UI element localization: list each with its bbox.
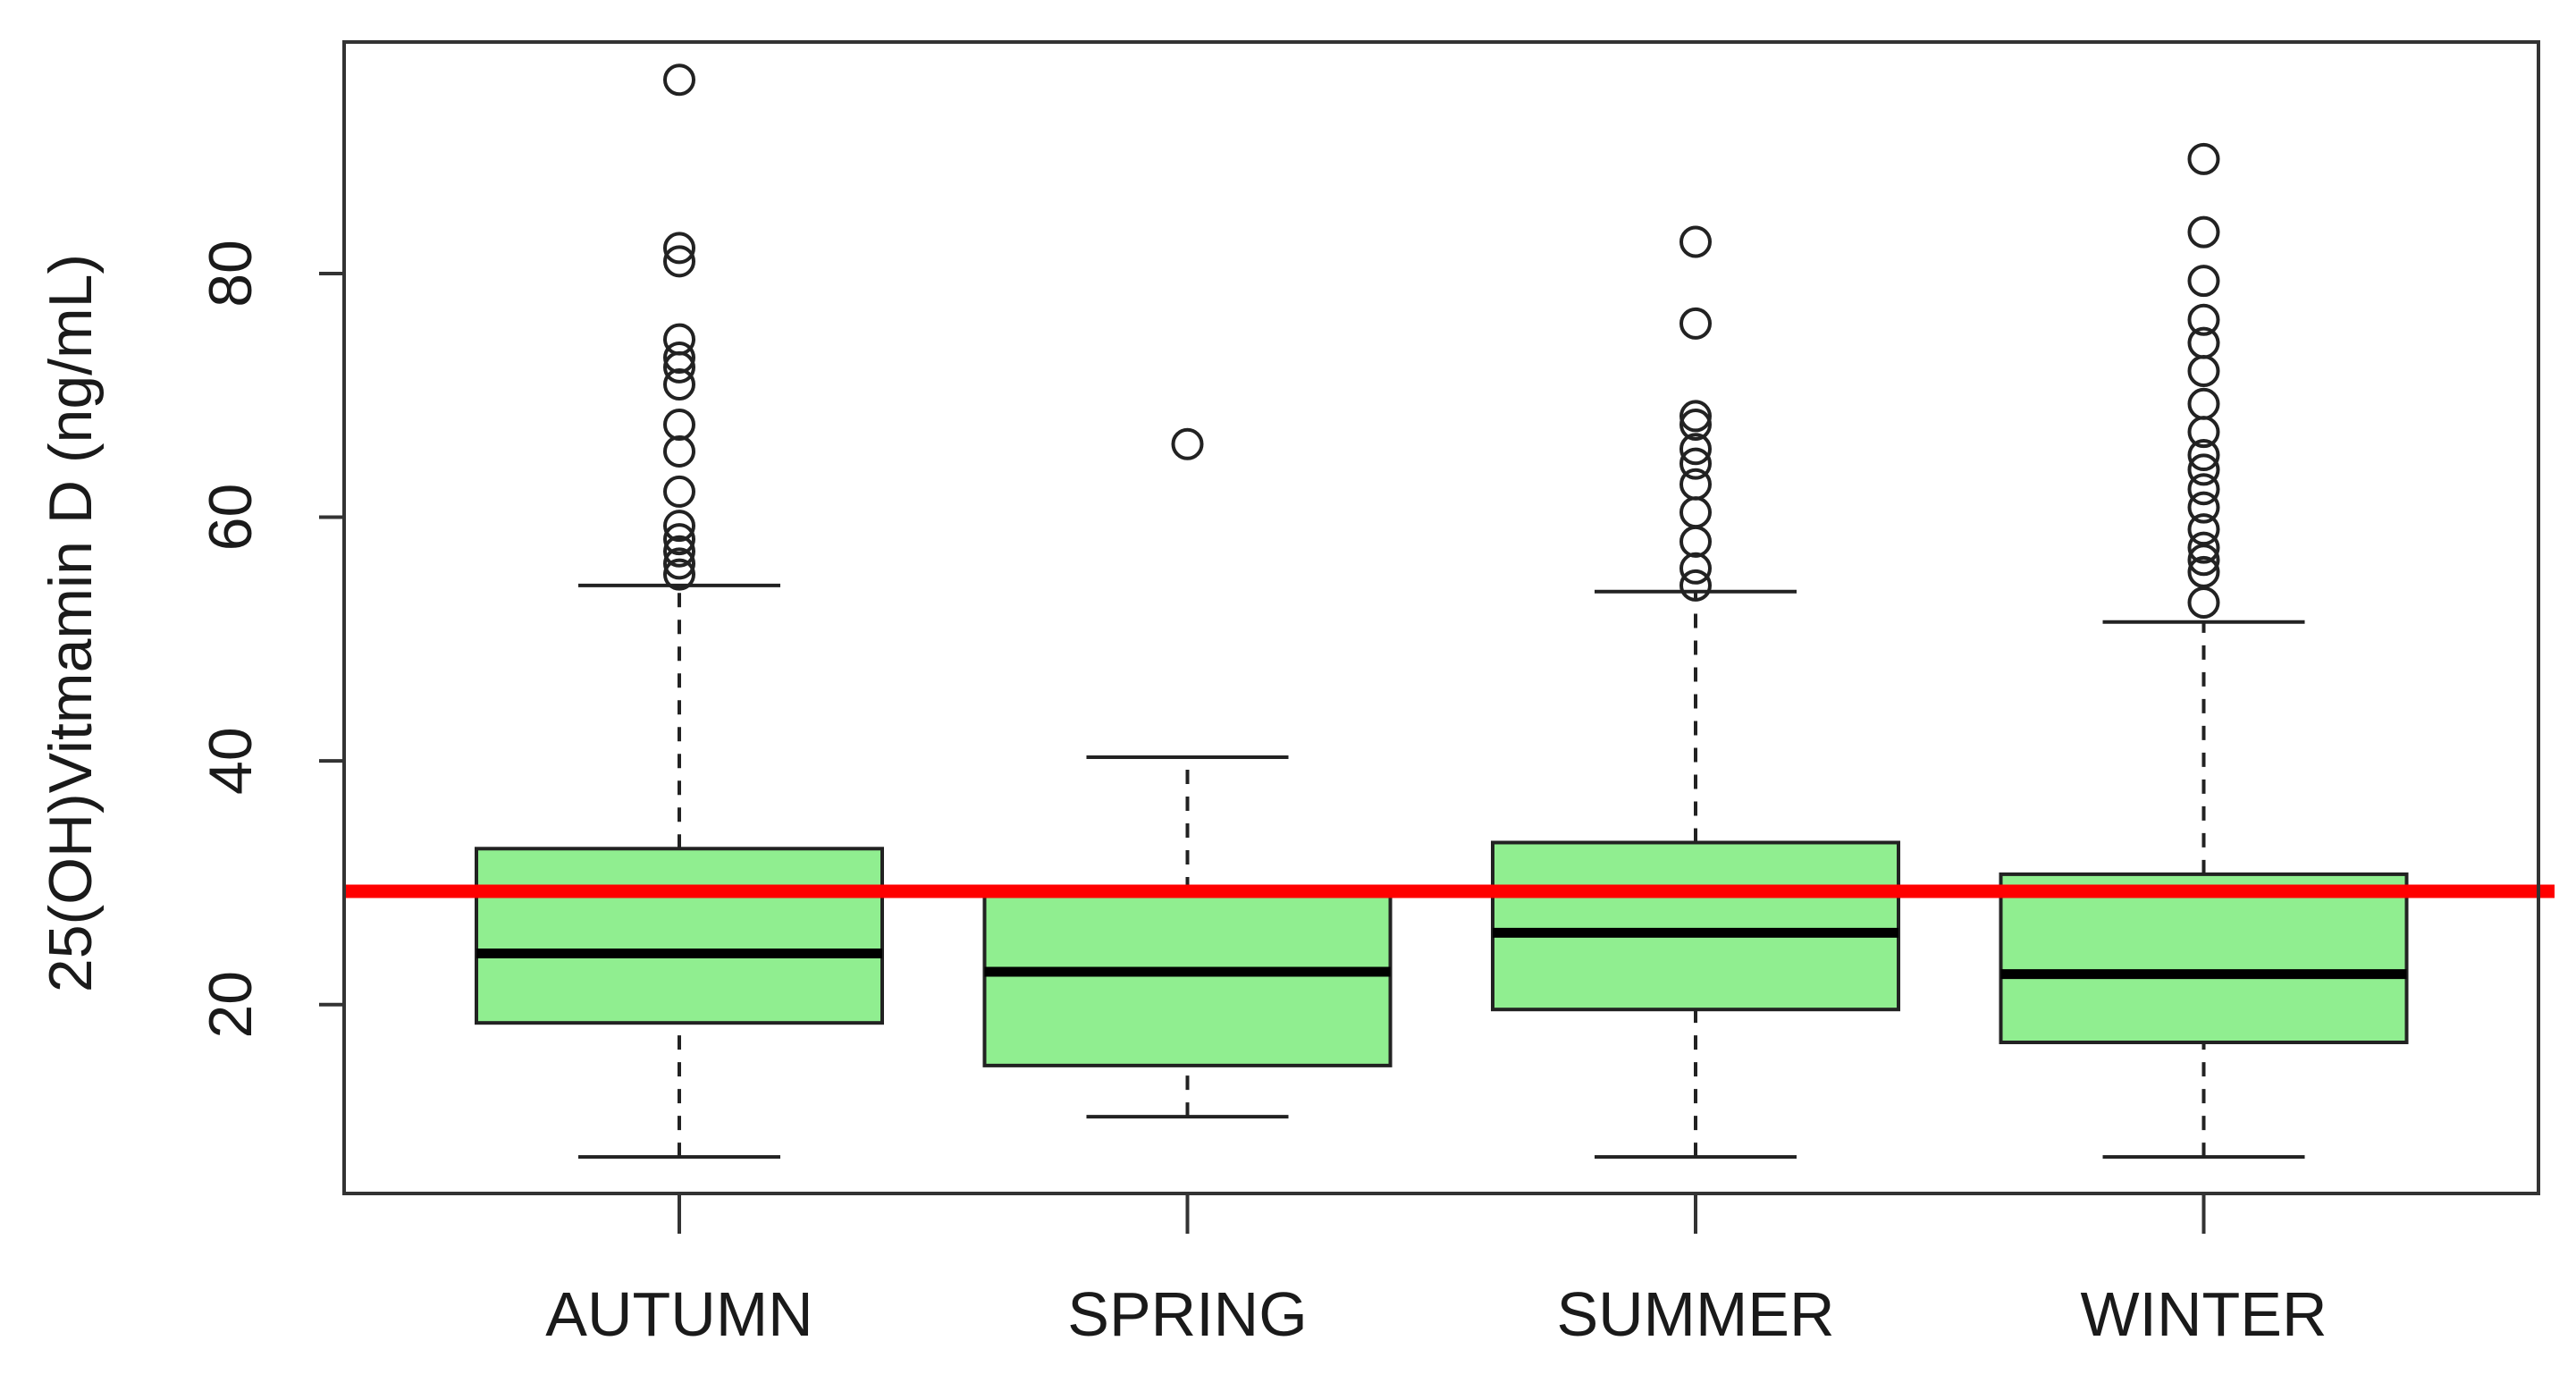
outlier-point-autumn [663,408,695,441]
plot-frame [342,40,2540,1195]
outlier-point-winter [2187,513,2220,546]
box-group-winter [1999,142,2409,1160]
outlier-point-autumn [663,367,695,401]
outlier-point-summer [1679,307,1712,340]
outlier-point-winter [2187,555,2220,588]
outlier-point-winter [2187,387,2220,420]
x-tick-label: AUTUMN [545,1279,812,1349]
box-spring [982,889,1393,1067]
outlier-point-winter [2187,531,2220,564]
outlier-point-autumn [663,547,695,580]
outlier-point-summer [1679,468,1712,501]
outlier-point-summer [1679,400,1712,433]
box-group-autumn [475,63,884,1160]
outlier-point-summer [1679,496,1712,529]
box-group-spring [982,427,1393,1119]
y-tick-label: 60 [197,484,265,552]
outlier-point-autumn [663,323,695,356]
outlier-point-autumn [663,232,695,265]
outlier-point-spring [1171,427,1204,460]
y-tick-label: 40 [197,727,265,795]
y-tick-label: 80 [197,240,265,308]
outlier-point-winter [2187,303,2220,336]
outlier-point-winter [2187,453,2220,486]
outlier-point-winter [2187,326,2220,359]
x-tick-label: SPRING [1067,1279,1307,1349]
outlier-point-autumn [663,535,695,568]
outlier-point-summer [1679,552,1712,585]
outlier-point-winter [2187,544,2220,577]
box-winter [1999,872,2409,1044]
x-tick-label: SUMMER [1556,1279,1834,1349]
outlier-point-winter [2187,355,2220,387]
outlier-point-autumn [663,475,695,508]
outlier-point-summer [1679,433,1712,466]
outlier-point-winter [2187,586,2220,619]
outlier-point-autumn [663,342,695,375]
outlier-point-autumn [663,245,695,278]
outlier-point-winter [2187,265,2220,298]
box-autumn [475,847,884,1025]
box-summer [1491,840,1900,1012]
outlier-point-summer [1679,569,1712,602]
outlier-point-winter [2187,473,2220,506]
outlier-point-summer [1679,225,1712,258]
outlier-point-winter [2187,491,2220,524]
outlier-point-winter [2187,439,2220,472]
outlier-point-autumn [663,523,695,556]
outlier-point-winter [2187,142,2220,175]
outlier-point-summer [1679,447,1712,480]
outlier-point-autumn [663,63,695,97]
x-tick-label: WINTER [2080,1279,2327,1349]
outlier-point-autumn [663,510,695,543]
outlier-point-summer [1679,408,1712,441]
outlier-point-autumn [663,434,695,468]
y-axis-label: 25(OH)Vitmamin D (ng/mL) [37,254,105,992]
outlier-point-winter [2187,215,2220,249]
outlier-point-autumn [663,558,695,591]
outlier-point-summer [1679,525,1712,558]
y-tick-label: 20 [197,971,265,1039]
box-group-summer [1491,225,1900,1160]
